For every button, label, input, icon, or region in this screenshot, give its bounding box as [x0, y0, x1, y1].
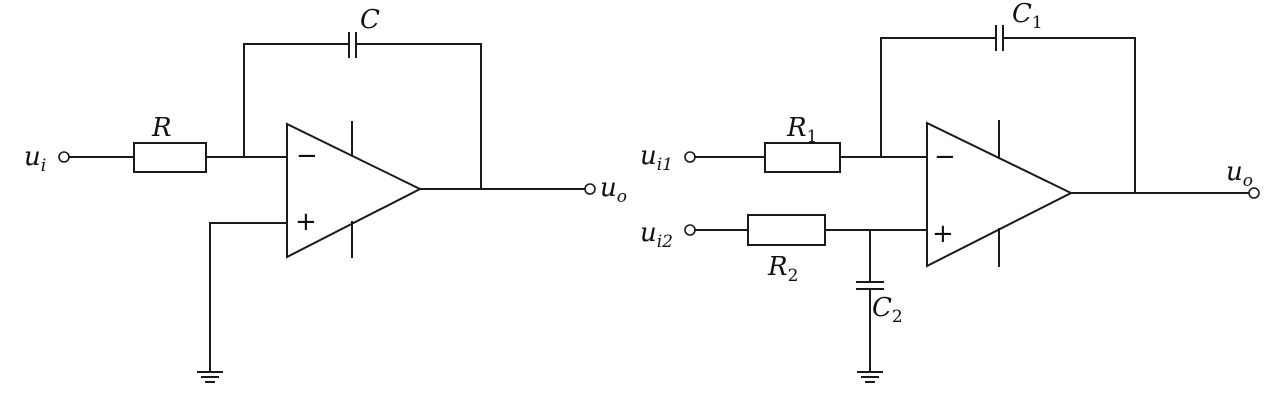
- ground-icon: [197, 371, 223, 383]
- input2-label: ui2: [640, 218, 673, 252]
- output-label: uo: [1226, 157, 1253, 191]
- ground-icon: [857, 371, 883, 383]
- input1-terminal: [684, 151, 696, 163]
- input1-label: ui1: [640, 141, 673, 175]
- plus-sign: +: [932, 219, 954, 249]
- feedback-wire: [880, 37, 997, 158]
- plus-sign: +: [295, 207, 317, 237]
- feedback-wire: [243, 43, 350, 158]
- resistor-r: [133, 142, 207, 173]
- output-terminal: [1248, 187, 1260, 199]
- output-label: uo: [600, 173, 627, 207]
- resistor-r1: [764, 142, 841, 173]
- resistor-label: R: [151, 113, 172, 143]
- capacitor-label: C: [360, 5, 380, 35]
- input2-terminal: [684, 224, 696, 236]
- input-label: ui: [24, 142, 46, 176]
- feedback-wire: [355, 43, 482, 190]
- capacitor2-label: C2: [872, 293, 903, 327]
- differential-integrator-circuit: − + ui1 ui2 R1 R2 C1 C2 uo: [640, 0, 1260, 383]
- capacitor1-label: C1: [1012, 0, 1043, 33]
- resistor2-label: R2: [767, 252, 798, 286]
- output-terminal: [584, 183, 596, 195]
- ground-wire: [209, 222, 288, 373]
- minus-sign: −: [296, 141, 318, 171]
- op-amp: [286, 122, 423, 259]
- integrator-circuit: − + ui R C uo: [24, 5, 627, 383]
- input-terminal: [58, 151, 70, 163]
- minus-sign: −: [934, 142, 956, 172]
- resistor1-label: R1: [786, 113, 817, 147]
- feedback-wire: [1002, 37, 1136, 194]
- resistor-r2: [747, 214, 826, 246]
